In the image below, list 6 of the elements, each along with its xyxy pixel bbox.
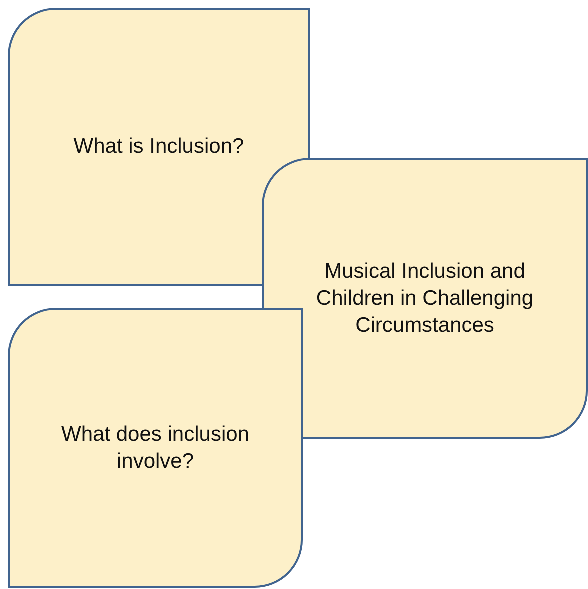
rounded-card — [262, 158, 588, 439]
card-title: What does inclusion involve? — [60, 422, 250, 475]
rounded-card — [8, 308, 303, 588]
rounded-card — [8, 8, 310, 286]
card-title: Musical Inclusion and Children in Challenging Circumstances — [315, 258, 535, 340]
card-title: What is Inclusion? — [74, 134, 244, 160]
